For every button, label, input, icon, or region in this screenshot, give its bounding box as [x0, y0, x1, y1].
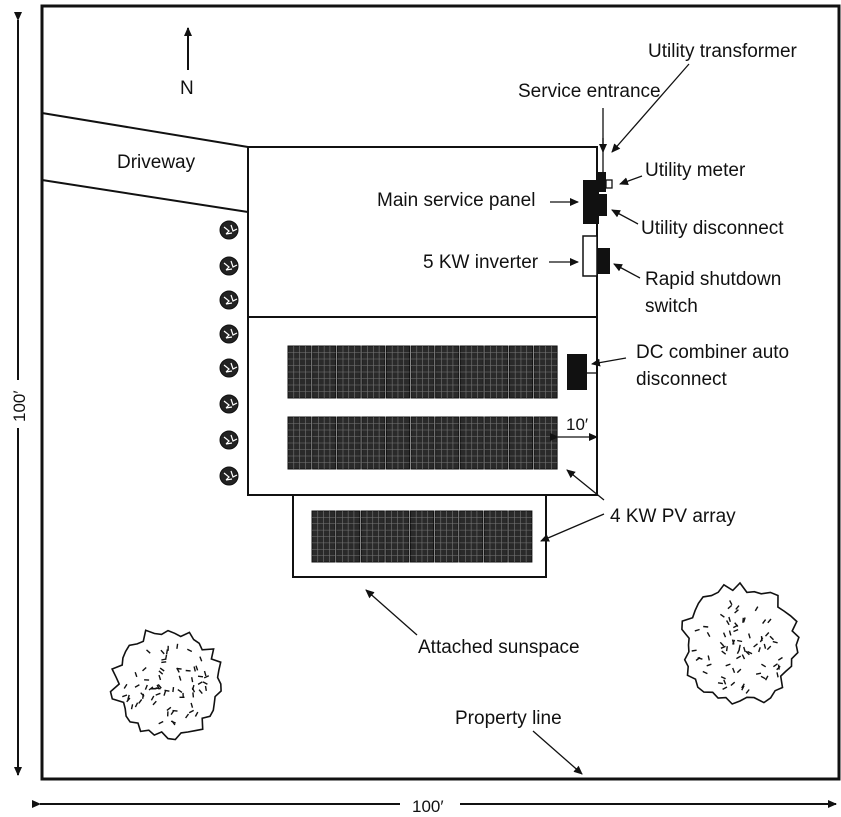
shrub-icon [219, 256, 239, 276]
property-boundary [40, 4, 841, 781]
pv-panel [312, 416, 337, 470]
pv-row-upper [287, 345, 558, 399]
pv-panel [508, 416, 533, 470]
pv-panel [508, 510, 533, 563]
utility-disconnect-label: Utility disconnect [641, 218, 784, 239]
pv-panel [287, 345, 312, 399]
pv-panel [360, 510, 385, 563]
pv-panel [459, 510, 484, 563]
pv-panel [361, 416, 386, 470]
service-entrance-label: Service entrance [518, 81, 661, 102]
shrub-column [219, 220, 239, 486]
dc-combiner-label-1: DC combiner auto [636, 342, 789, 363]
pv-panel [459, 416, 484, 470]
north-label: N [180, 78, 194, 99]
property-line-label: Property line [455, 708, 562, 729]
pv-row-lower [287, 416, 558, 470]
inverter-icon [582, 235, 598, 277]
horizontal-dimension-label: 100′ [412, 797, 444, 816]
utility-meter-icon [598, 172, 606, 192]
pv-panel [483, 510, 508, 563]
pv-array-label: 4 KW PV array [610, 506, 736, 527]
pv-panel [287, 416, 312, 470]
shrub-icon [219, 358, 239, 378]
pv-panel [385, 345, 410, 399]
pv-panel [435, 345, 460, 399]
shrub-icon [219, 220, 239, 240]
pv-panel [533, 416, 558, 470]
pv-panel [336, 345, 361, 399]
ten-foot-label: 10′ [566, 415, 588, 434]
pv-panel [533, 345, 558, 399]
pv-panel [435, 416, 460, 470]
pv-panel [385, 416, 410, 470]
pv-panel [409, 510, 434, 563]
main-service-panel-label: Main service panel [377, 190, 535, 211]
pv-row-sunspace [311, 510, 533, 563]
pv-panel [508, 345, 533, 399]
pv-panel [410, 416, 435, 470]
shrub-icon [219, 394, 239, 414]
main-service-panel-icon [583, 180, 599, 224]
pv-panel [484, 345, 509, 399]
rapid-shutdown-label-2: switch [645, 296, 698, 317]
pv-panel [336, 510, 361, 563]
pv-panel [311, 510, 336, 563]
shrub-icon [219, 324, 239, 344]
shrub-icon [219, 430, 239, 450]
pv-panel [459, 345, 484, 399]
pv-panel [361, 345, 386, 399]
pv-panel [336, 416, 361, 470]
shrub-icon [219, 290, 239, 310]
pv-panel [434, 510, 459, 563]
utility-transformer-label: Utility transformer [648, 41, 798, 62]
pv-panel [312, 345, 337, 399]
attached-sunspace-label: Attached sunspace [418, 637, 580, 658]
pv-panel [385, 510, 410, 563]
tree-left-icon [109, 629, 222, 741]
driveway-label: Driveway [117, 152, 196, 173]
dc-combiner-label-2: disconnect [636, 369, 728, 390]
rapid-shutdown-switch-icon [598, 248, 610, 274]
utility-meter-label: Utility meter [645, 160, 746, 181]
pv-panel [484, 416, 509, 470]
pv-panel [410, 345, 435, 399]
vertical-dimension-label: 100′ [10, 390, 29, 422]
inverter-label: 5 KW inverter [423, 252, 539, 273]
tree-right-icon [681, 581, 800, 705]
shrub-icon [219, 466, 239, 486]
rapid-shutdown-label-1: Rapid shutdown [645, 269, 781, 290]
dc-combiner-icon [567, 354, 587, 390]
